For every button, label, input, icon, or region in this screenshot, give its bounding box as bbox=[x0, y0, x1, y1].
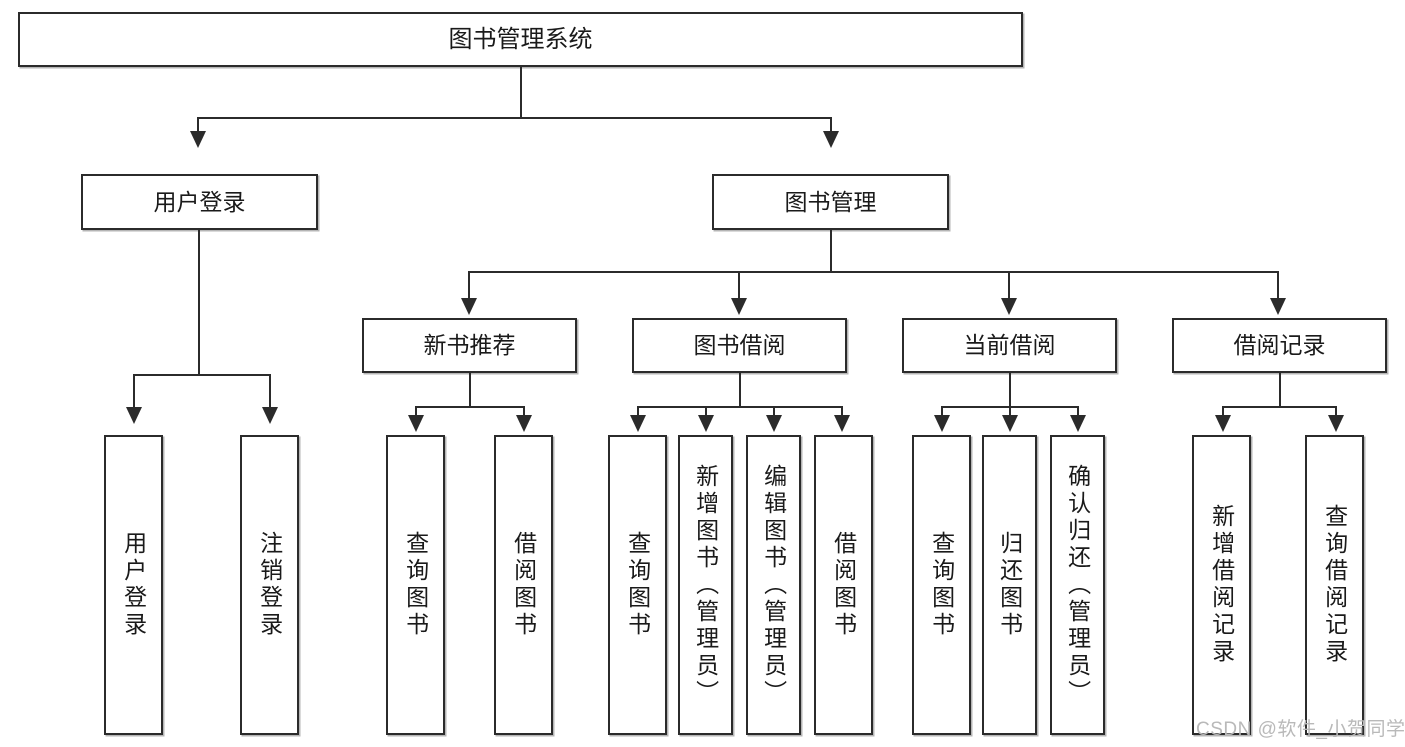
node-leaf-return-book[interactable]: 归还图书 bbox=[982, 435, 1037, 735]
connector-drop-borrow-book-2 bbox=[841, 406, 843, 418]
arrowhead-query-book-2 bbox=[630, 415, 646, 432]
connector-drop-add-borrow-record bbox=[1222, 406, 1224, 418]
node-label: 用户登录 bbox=[120, 531, 147, 639]
node-user-login[interactable]: 用户登录 bbox=[81, 174, 318, 230]
watermark-text: CSDN @软件_小贺同学 bbox=[1196, 719, 1405, 740]
arrowhead-edit-book bbox=[766, 415, 782, 432]
arrowhead-leaf-user-login bbox=[126, 407, 142, 424]
node-label: 当前借阅 bbox=[963, 332, 1056, 359]
node-book-borrow[interactable]: 图书借阅 bbox=[632, 318, 847, 373]
arrowhead-borrow-book-1 bbox=[516, 415, 532, 432]
node-leaf-user-login[interactable]: 用户登录 bbox=[104, 435, 163, 735]
connector-drop-borrow-book-1 bbox=[523, 406, 525, 418]
node-label: 图书管理 bbox=[784, 188, 877, 215]
node-leaf-logout-login[interactable]: 注销登录 bbox=[240, 435, 299, 735]
node-label: 查询图书 bbox=[402, 531, 429, 639]
node-label: 查询借阅记录 bbox=[1321, 504, 1348, 666]
connector-drop-leaf-user-login bbox=[133, 374, 135, 410]
connector-current-borrow-stem bbox=[1009, 373, 1011, 407]
node-leaf-query-borrow-record[interactable]: 查询借阅记录 bbox=[1305, 435, 1364, 735]
node-leaf-add-book[interactable]: 新增图书（管理员） bbox=[678, 435, 733, 735]
connector-drop-current-borrow bbox=[1008, 271, 1010, 301]
arrowhead-leaf-logout-login bbox=[262, 407, 278, 424]
connector-drop-return-book bbox=[1009, 406, 1011, 418]
node-leaf-query-book-1[interactable]: 查询图书 bbox=[386, 435, 445, 735]
connector-drop-query-book-1 bbox=[415, 406, 417, 418]
arrowhead-book-borrow bbox=[731, 298, 747, 315]
connector-book-borrow-stem bbox=[739, 373, 741, 407]
node-label: 注销登录 bbox=[256, 531, 283, 639]
node-leaf-query-book-3[interactable]: 查询图书 bbox=[912, 435, 971, 735]
arrowhead-borrow-book-2 bbox=[834, 415, 850, 432]
arrowhead-return-book bbox=[1002, 415, 1018, 432]
arrowhead-book-management bbox=[823, 131, 839, 148]
connector-drop-leaf-logout-login bbox=[269, 374, 271, 410]
node-label: 借阅记录 bbox=[1233, 332, 1326, 359]
node-borrow-record[interactable]: 借阅记录 bbox=[1172, 318, 1387, 373]
node-current-borrow[interactable]: 当前借阅 bbox=[902, 318, 1117, 373]
arrowhead-query-borrow-record bbox=[1328, 415, 1344, 432]
connector-drop-query-book-2 bbox=[637, 406, 639, 418]
connector-drop-confirm-return bbox=[1077, 406, 1079, 418]
arrowhead-add-borrow-record bbox=[1215, 415, 1231, 432]
node-leaf-confirm-return[interactable]: 确认归还（管理员） bbox=[1050, 435, 1105, 735]
node-label: 图书借阅 bbox=[693, 332, 786, 359]
arrowhead-user-login bbox=[190, 131, 206, 148]
node-label: 确认归还（管理员） bbox=[1064, 463, 1091, 707]
connector-drop-borrow-record bbox=[1277, 271, 1279, 301]
connector-root-stem bbox=[520, 67, 522, 118]
node-new-book-recommend[interactable]: 新书推荐 bbox=[362, 318, 577, 373]
node-leaf-borrow-book-2[interactable]: 借阅图书 bbox=[814, 435, 873, 735]
node-label: 编辑图书（管理员） bbox=[760, 463, 787, 707]
node-leaf-borrow-book-1[interactable]: 借阅图书 bbox=[494, 435, 553, 735]
node-leaf-add-borrow-record[interactable]: 新增借阅记录 bbox=[1192, 435, 1251, 735]
node-label: 用户登录 bbox=[153, 188, 246, 215]
connector-book-borrow-bus bbox=[637, 406, 843, 408]
connector-borrow-record-stem bbox=[1279, 373, 1281, 407]
node-label: 图书管理系统 bbox=[448, 25, 593, 53]
connector-drop-add-book bbox=[705, 406, 707, 418]
node-label: 新增借阅记录 bbox=[1208, 504, 1235, 666]
node-label: 新书推荐 bbox=[423, 332, 516, 359]
connector-drop-new-book-recommend bbox=[468, 271, 470, 301]
arrowhead-query-book-3 bbox=[934, 415, 950, 432]
connector-drop-query-book-3 bbox=[941, 406, 943, 418]
arrowhead-new-book-recommend bbox=[461, 298, 477, 315]
connector-level2-bus bbox=[468, 271, 1279, 273]
connector-level1-bus bbox=[197, 117, 832, 119]
connector-drop-query-borrow-record bbox=[1335, 406, 1337, 418]
node-label: 借阅图书 bbox=[830, 531, 857, 639]
connector-drop-book-borrow bbox=[738, 271, 740, 301]
node-label: 查询图书 bbox=[928, 531, 955, 639]
connector-book-management-stem bbox=[830, 230, 832, 272]
arrowhead-borrow-record bbox=[1270, 298, 1286, 315]
connector-drop-book-management bbox=[830, 117, 832, 134]
node-root-system[interactable]: 图书管理系统 bbox=[18, 12, 1023, 67]
connector-drop-user-login bbox=[197, 117, 199, 134]
node-book-management[interactable]: 图书管理 bbox=[712, 174, 949, 230]
arrowhead-query-book-1 bbox=[408, 415, 424, 432]
connector-user-login-bus bbox=[133, 374, 270, 376]
connector-new-book-recommend-bus bbox=[415, 406, 525, 408]
connector-drop-edit-book bbox=[773, 406, 775, 418]
connector-borrow-record-bus bbox=[1222, 406, 1337, 408]
connector-user-login-stem bbox=[198, 230, 200, 375]
arrowhead-add-book bbox=[698, 415, 714, 432]
node-label: 查询图书 bbox=[624, 531, 651, 639]
node-label: 新增图书（管理员） bbox=[692, 463, 719, 707]
node-leaf-query-book-2[interactable]: 查询图书 bbox=[608, 435, 667, 735]
arrowhead-current-borrow bbox=[1001, 298, 1017, 315]
node-label: 借阅图书 bbox=[510, 531, 537, 639]
node-leaf-edit-book[interactable]: 编辑图书（管理员） bbox=[746, 435, 801, 735]
node-label: 归还图书 bbox=[996, 531, 1023, 639]
connector-new-book-recommend-stem bbox=[469, 373, 471, 407]
arrowhead-confirm-return bbox=[1070, 415, 1086, 432]
